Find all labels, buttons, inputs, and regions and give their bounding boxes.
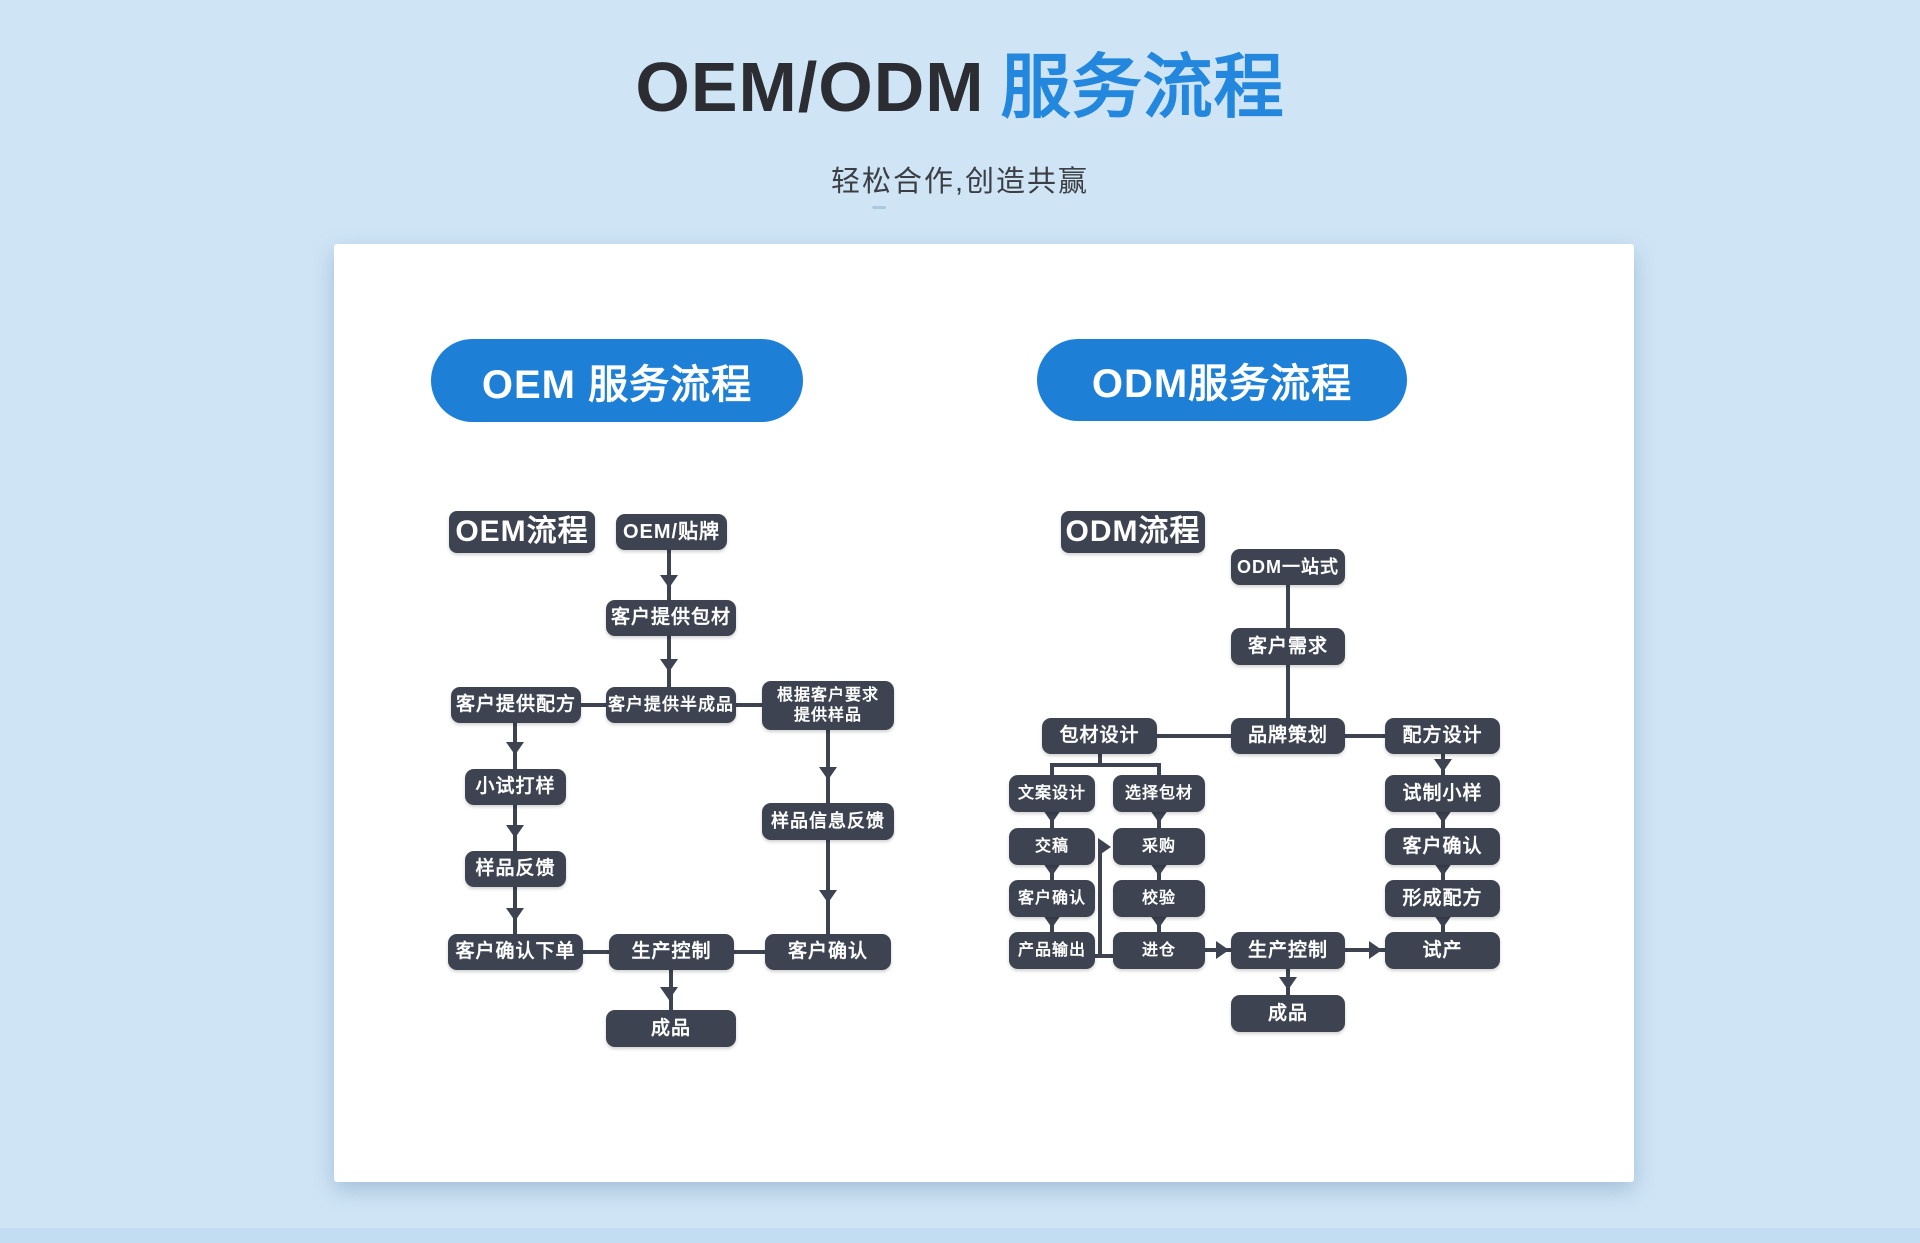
node-kehu-queren: 客户确认 (765, 934, 891, 970)
node-kehu-tigong-baocai: 客户提供包材 (606, 600, 736, 636)
edge-line (1286, 665, 1290, 718)
node-yangpin-fankui: 样品反馈 (465, 851, 566, 887)
node-odm-chengpin: 成品 (1231, 995, 1345, 1032)
arrowhead-down-icon (1434, 915, 1452, 928)
arrowhead-down-icon (660, 575, 678, 588)
page-title-cn: 服务流程 (1000, 48, 1285, 126)
node-oem-tiepai: OEM/贴牌 (616, 514, 727, 550)
arrowhead-down-icon (1434, 863, 1452, 876)
node-caigou: 采购 (1113, 828, 1205, 865)
arrowhead-down-icon (506, 908, 524, 921)
node-chanpin-shuchu: 产品输出 (1009, 932, 1095, 969)
page-bottom-strip (0, 1228, 1920, 1243)
arrowhead-down-icon (819, 767, 837, 780)
node-xuanze-baocai: 选择包材 (1113, 775, 1205, 812)
arrowhead-right-icon (1369, 941, 1382, 959)
subtitle-underline (872, 206, 886, 209)
node-kehu-queren-xiadan: 客户确认下单 (448, 934, 583, 970)
node-kehu-tigong-peifang: 客户提供配方 (451, 687, 581, 723)
edge-line (1098, 845, 1102, 958)
node-odm-shengchan-kongzhi: 生产控制 (1231, 932, 1345, 969)
node-shizhi-xiaoyang: 试制小样 (1385, 775, 1500, 812)
arrowhead-down-icon (506, 742, 524, 755)
node-shengchan-kongzhi: 生产控制 (609, 934, 734, 970)
arrowhead-down-icon (1150, 810, 1168, 823)
node-xiaoshi-dayang: 小试打样 (465, 769, 566, 805)
node-genju-yaoqiu-yangpin: 根据客户要求 提供样品 (762, 681, 894, 730)
edge-line (1095, 954, 1113, 958)
edge-line (1098, 754, 1102, 767)
node-chengpin: 成品 (606, 1010, 736, 1047)
page-subtitle: 轻松合作,创造共赢 (830, 166, 1090, 198)
edge-line (1286, 585, 1290, 628)
edge-line (734, 950, 765, 954)
node-shichan: 试产 (1385, 932, 1500, 969)
edge-line (1050, 765, 1054, 775)
arrowhead-down-icon (1043, 915, 1061, 928)
edge-line (736, 703, 762, 707)
arrowhead-down-icon (1043, 810, 1061, 823)
node-pinpai-cehua: 品牌策划 (1231, 718, 1345, 754)
edge-line (1157, 734, 1231, 738)
oem-section-header: OEM 服务流程 (431, 339, 803, 422)
edge-line (583, 950, 609, 954)
arrowhead-down-icon (660, 987, 678, 1000)
node-kehu-tigong-banchengpin: 客户提供半成品 (606, 687, 736, 723)
arrowhead-down-icon (1043, 863, 1061, 876)
edge-line (581, 703, 606, 707)
node-baocai-sheji: 包材设计 (1042, 718, 1157, 754)
page-title-latin: OEM/ODM (635, 48, 985, 126)
node-wenan-sheji: 文案设计 (1009, 775, 1095, 812)
edge-line (826, 840, 830, 934)
node-jiaoyan: 校验 (1113, 880, 1205, 917)
arrowhead-down-icon (1150, 863, 1168, 876)
node-peifang-sheji: 配方设计 (1385, 718, 1500, 754)
node-kehu-xuqiu: 客户需求 (1231, 628, 1345, 665)
odm-section-header: ODM服务流程 (1037, 339, 1407, 421)
edge-line (1157, 765, 1161, 775)
node-jiaogao: 交稿 (1009, 828, 1095, 865)
node-odm-kehu-queren-left: 客户确认 (1009, 880, 1095, 917)
node-xingcheng-peifang: 形成配方 (1385, 880, 1500, 917)
arrowhead-down-icon (660, 659, 678, 672)
node-odm-kehu-queren-right: 客户确认 (1385, 828, 1500, 865)
arrowhead-down-icon (506, 825, 524, 838)
arrowhead-down-icon (1434, 810, 1452, 823)
edge-line (826, 730, 830, 803)
arrowhead-down-icon (1150, 915, 1168, 928)
node-oem-label: OEM流程 (449, 511, 595, 553)
arrowhead-down-icon (819, 890, 837, 903)
arrowhead-right-icon (1098, 838, 1111, 856)
node-odm-yizhanshi: ODM一站式 (1231, 549, 1345, 585)
node-yangpin-xinxi-fankui: 样品信息反馈 (762, 803, 894, 840)
edge-line (1345, 734, 1385, 738)
node-odm-label: ODM流程 (1061, 511, 1205, 553)
arrowhead-right-icon (1216, 941, 1229, 959)
arrowhead-down-icon (1434, 759, 1452, 772)
edge-line (1050, 763, 1161, 767)
edge-line (1345, 948, 1385, 952)
arrowhead-down-icon (1279, 977, 1297, 990)
node-jincang: 进仓 (1113, 932, 1205, 969)
